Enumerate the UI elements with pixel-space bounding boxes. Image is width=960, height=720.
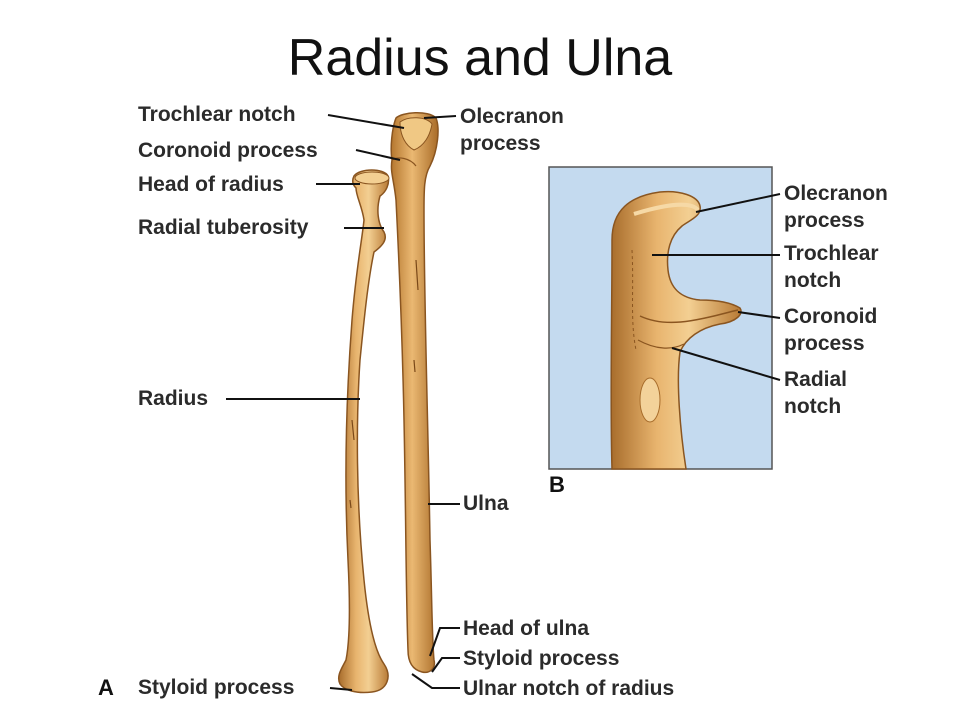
label-ulna: Ulna	[463, 492, 509, 515]
label-b-trochlear-notch: Trochlear notch	[784, 242, 879, 292]
label-b-olecranon-process: Olecranon process	[784, 182, 888, 232]
inset-panel-b	[548, 166, 773, 470]
label-head-of-radius: Head of radius	[138, 173, 284, 196]
label-styloid-process-ulna: Styloid process	[463, 647, 620, 670]
panel-letter-a: A	[98, 675, 114, 700]
leader-lines-panel-b	[652, 193, 781, 381]
label-coronoid-process: Coronoid process	[138, 139, 318, 162]
label-ulnar-notch-of-radius: Ulnar notch of radius	[463, 677, 675, 700]
label-radial-tuberosity: Radial tuberosity	[138, 216, 309, 239]
radius-bone	[337, 169, 390, 694]
label-b-radial-notch: Radial notch	[784, 368, 848, 418]
label-head-of-ulna: Head of ulna	[463, 617, 590, 640]
page-title: Radius and Ulna	[287, 29, 673, 87]
ulna-bone	[390, 112, 439, 674]
label-styloid-process-radius: Styloid process	[138, 676, 295, 699]
panel-letter-b: B	[549, 472, 565, 497]
label-b-coronoid-process: Coronoid process	[784, 305, 878, 355]
label-trochlear-notch: Trochlear notch	[138, 103, 296, 126]
leader-lines-panel-a	[226, 114, 460, 691]
label-olecranon-process: Olecranon process	[460, 105, 564, 155]
label-radius: Radius	[138, 387, 209, 410]
